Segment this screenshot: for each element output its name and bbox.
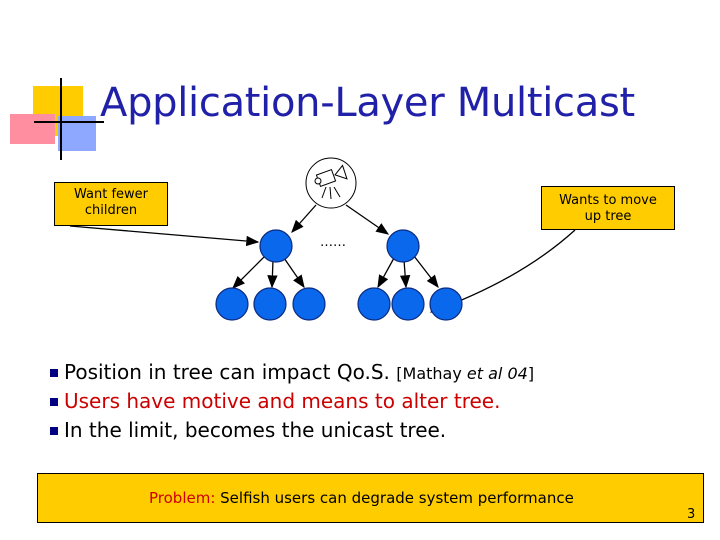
callout-right-line-1: Wants to move xyxy=(559,193,657,208)
bullet-square-icon xyxy=(50,398,58,406)
tree-node xyxy=(357,287,391,321)
callout-left-line-1: Want fewer xyxy=(73,187,148,202)
page-number: 3 xyxy=(687,507,696,522)
problem-text: Selfish users can degrade system perform… xyxy=(215,489,574,507)
bullet-square-icon xyxy=(50,427,58,435)
callout-want-fewer-children: Want fewer children xyxy=(54,182,168,226)
tree-node xyxy=(386,229,420,263)
tree-edges xyxy=(232,204,439,289)
bullet-square-icon xyxy=(50,369,58,377)
page-title: Application-Layer Multicast xyxy=(100,80,635,126)
video-camera-icon xyxy=(305,157,357,209)
corner-decoration xyxy=(0,0,110,170)
tree-node xyxy=(259,229,293,263)
ellipsis-label: …… xyxy=(320,235,346,250)
multicast-tree-diagram: …… xyxy=(69,157,576,321)
callout-wants-to-move-up: Wants to move up tree xyxy=(541,186,675,230)
tree-node xyxy=(391,287,425,321)
citation: [Mathay et al 04] xyxy=(396,364,535,383)
bullet-text: Position in tree can impact Qo.S. xyxy=(64,360,390,384)
tree-node xyxy=(429,287,463,321)
callout-right-line-2: up tree xyxy=(584,209,632,224)
tree-node xyxy=(215,287,249,321)
tree-node xyxy=(292,287,326,321)
tree-node xyxy=(253,287,287,321)
callout-left-line-2: children xyxy=(84,203,138,218)
bullet-text: In the limit, becomes the unicast tree. xyxy=(64,418,447,442)
problem-box: Problem: Selfish users can degrade syste… xyxy=(37,473,704,523)
problem-label: Problem: xyxy=(149,489,216,507)
bullet-text: Users have motive and means to alter tre… xyxy=(64,389,501,413)
left-callout-arrow xyxy=(69,225,260,247)
